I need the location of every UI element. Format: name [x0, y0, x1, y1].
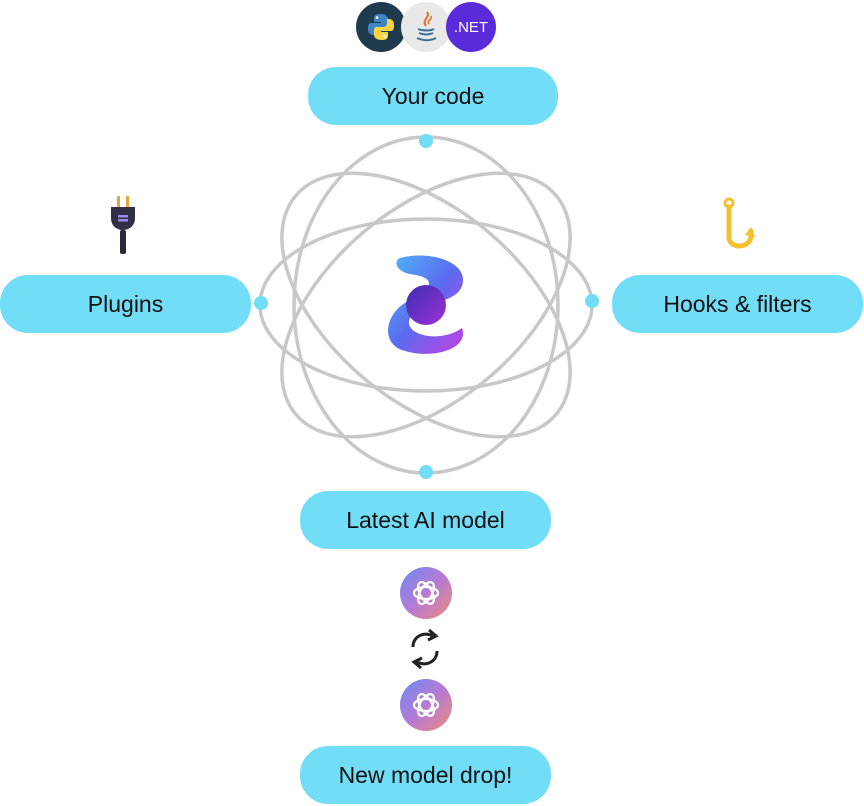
- orbit-diagonal-a: [280, 171, 572, 439]
- python-glyph: [368, 14, 394, 40]
- python-icon: [356, 2, 406, 52]
- dot-left: [254, 296, 268, 310]
- plugins-node: Plugins: [0, 275, 251, 333]
- hooks-filters-label: Hooks & filters: [663, 290, 812, 317]
- your-code-node: Your code: [308, 67, 558, 125]
- dot-top: [419, 134, 433, 148]
- openai-icon: [400, 679, 452, 731]
- new-model-drop-label: New model drop!: [338, 761, 513, 788]
- java-glyph: [416, 11, 437, 42]
- connection-dots: [254, 134, 599, 479]
- plugins-label: Plugins: [87, 290, 164, 317]
- dot-bottom: [419, 465, 433, 479]
- your-code-label: Your code: [381, 82, 485, 109]
- orbit-diagonal-b: [280, 171, 572, 439]
- openai-knot-glyph: [412, 581, 440, 605]
- semantic-kernel-logo-icon: [388, 255, 464, 354]
- latest-ai-model-label: Latest AI model: [346, 506, 505, 533]
- latest-ai-model-node: Latest AI model: [300, 491, 551, 549]
- new-model-drop-node: New model drop!: [300, 746, 551, 804]
- sync-icon: [411, 628, 439, 670]
- hook-icon: [723, 197, 755, 249]
- dotnet-icon: .NET: [446, 2, 496, 52]
- hooks-filters-node: Hooks & filters: [612, 275, 863, 333]
- dot-right: [585, 294, 599, 308]
- plug-icon: [111, 196, 135, 254]
- openai-icon: [400, 567, 452, 619]
- java-icon: [401, 2, 451, 52]
- openai-knot-glyph: [412, 693, 440, 717]
- dotnet-label: .NET: [453, 18, 489, 36]
